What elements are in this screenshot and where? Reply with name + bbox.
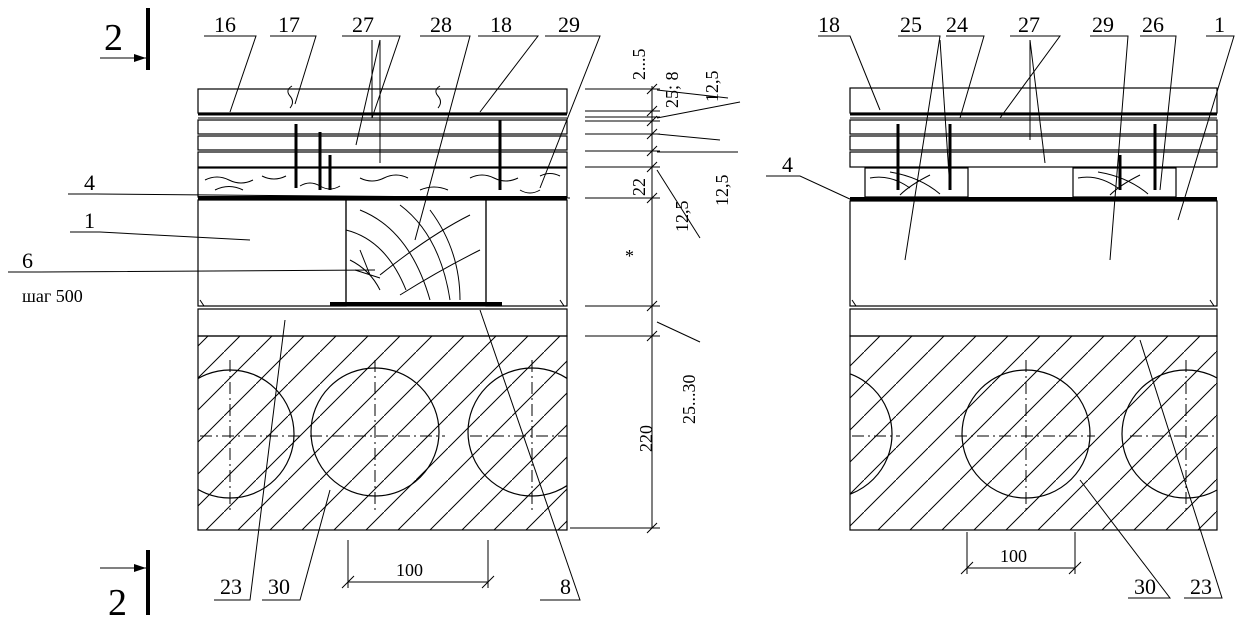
width-dimension-right: 100: [1000, 546, 1027, 566]
dim-12-5-c: 12,5: [672, 201, 692, 233]
callout-24: 24: [946, 12, 968, 37]
step-note: шаг 500: [22, 286, 83, 306]
dim-12-5-a: 12,5: [702, 71, 722, 103]
leveling-layer-r: [849, 308, 1218, 337]
board-layer-2: [197, 135, 568, 151]
right-section: [766, 35, 1235, 599]
leveling-layer: [197, 308, 568, 337]
board-layer-1: [197, 119, 568, 135]
section-mark-top: 2: [100, 8, 150, 70]
callout-4-left: 4: [84, 170, 95, 195]
parquet-layer: [197, 88, 568, 114]
hollow-core-slab-r: [849, 335, 1218, 531]
callout-1-left: 1: [84, 208, 95, 233]
board-layer-r3: [849, 151, 1218, 168]
insulation-left: [197, 199, 347, 307]
insulation-r: [849, 200, 1218, 307]
callout-18-left: 18: [490, 12, 512, 37]
callout-27-right: 27: [1018, 12, 1040, 37]
dim-25-30: 25...30: [679, 375, 699, 425]
callout-30-left: 30: [268, 574, 290, 599]
callout-28: 28: [430, 12, 452, 37]
insulation-right: [485, 199, 568, 307]
callout-18-right: 18: [818, 12, 840, 37]
dim-22: 22: [629, 178, 649, 196]
board-layer-3: [197, 151, 568, 168]
section-number-top: 2: [104, 17, 123, 59]
section-number-bottom: 2: [108, 582, 127, 620]
callout-30-right: 30: [1134, 574, 1156, 599]
carpet-layer: [849, 87, 1218, 114]
width-dimension-left: 100: [396, 560, 423, 580]
board-layer-r2: [849, 135, 1218, 151]
board-layer-r1: [849, 119, 1218, 135]
callout-17: 17: [278, 12, 300, 37]
wood-layer: [197, 167, 568, 198]
dimension-chain: [570, 83, 741, 534]
callout-16: 16: [214, 12, 236, 37]
hollow-core-slab: [197, 335, 568, 531]
callout-23-left: 23: [220, 574, 242, 599]
callout-29-left: 29: [558, 12, 580, 37]
callout-26: 26: [1142, 12, 1164, 37]
callout-8: 8: [560, 574, 571, 599]
dim-variable: *: [625, 246, 634, 266]
dim-25-8: 25; 8: [662, 71, 682, 108]
callout-4-right: 4: [782, 152, 793, 177]
left-section: [8, 35, 601, 601]
callout-23-right: 23: [1190, 574, 1212, 599]
section-mark-bottom: 2: [100, 550, 150, 620]
callout-27-left: 27: [352, 12, 374, 37]
callout-29-right: 29: [1092, 12, 1114, 37]
callout-25: 25: [900, 12, 922, 37]
callout-6: 6: [22, 248, 33, 273]
timber-joist: [345, 199, 487, 305]
dim-2-5: 2...5: [629, 49, 649, 81]
callout-1-right: 1: [1214, 12, 1225, 37]
dim-12-5-b: 12,5: [712, 175, 732, 207]
dim-220: 220: [636, 425, 656, 452]
